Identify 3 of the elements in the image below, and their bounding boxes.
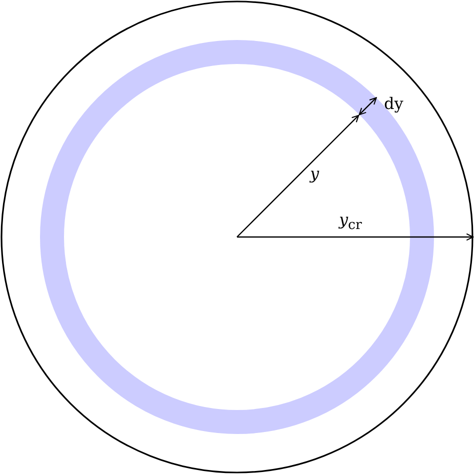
variable-label: dy bbox=[384, 95, 404, 113]
variable-label: y$_{cr}$ bbox=[339, 211, 362, 236]
variable-label: y bbox=[310, 165, 320, 183]
